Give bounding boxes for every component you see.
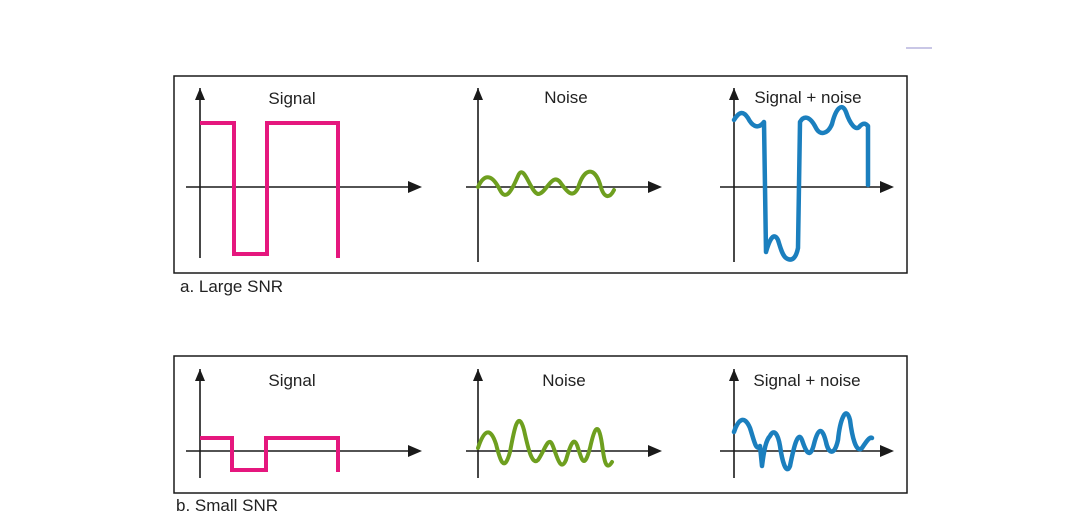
combined-trace	[731, 411, 875, 472]
panel-large-snr: Signal Noise Signal + noise	[173, 75, 908, 274]
plot-title: Signal + noise	[754, 88, 861, 107]
noise-trace	[476, 419, 614, 468]
plot-signal-plus-noise: Signal + noise	[720, 88, 894, 262]
plot-title: Signal + noise	[753, 371, 860, 390]
plot-noise: Noise	[466, 88, 662, 262]
plot-title: Signal	[268, 371, 315, 390]
panel-caption: a. Large SNR	[180, 277, 283, 296]
y-axis-arrow-icon	[729, 369, 739, 381]
panel-frame	[173, 355, 908, 494]
plot-title: Noise	[542, 371, 585, 390]
x-axis-arrow-icon	[408, 181, 422, 193]
x-axis-arrow-icon	[648, 445, 662, 457]
panel-frame	[173, 75, 908, 274]
noise-trace	[476, 169, 616, 198]
x-axis-arrow-icon	[408, 445, 422, 457]
plot-signal-plus-noise: Signal + noise	[720, 369, 894, 478]
panel-caption: b. Small SNR	[176, 496, 278, 515]
x-axis-arrow-icon	[880, 445, 894, 457]
y-axis-arrow-icon	[729, 88, 739, 100]
plot-title: Signal	[268, 89, 315, 108]
y-axis-arrow-icon	[473, 369, 483, 381]
y-axis-arrow-icon	[473, 88, 483, 100]
x-axis-arrow-icon	[648, 181, 662, 193]
y-axis-arrow-icon	[195, 369, 205, 381]
signal-trace	[200, 121, 340, 258]
plot-signal: Signal	[186, 369, 422, 478]
x-axis-arrow-icon	[880, 181, 894, 193]
plot-title: Noise	[544, 88, 587, 107]
plot-signal: Signal	[186, 88, 422, 258]
combined-trace	[731, 104, 871, 262]
panel-small-snr: Signal Noise Signal + noise	[173, 355, 908, 494]
y-axis-arrow-icon	[195, 88, 205, 100]
signal-trace	[200, 436, 340, 472]
plot-noise: Noise	[466, 369, 662, 478]
